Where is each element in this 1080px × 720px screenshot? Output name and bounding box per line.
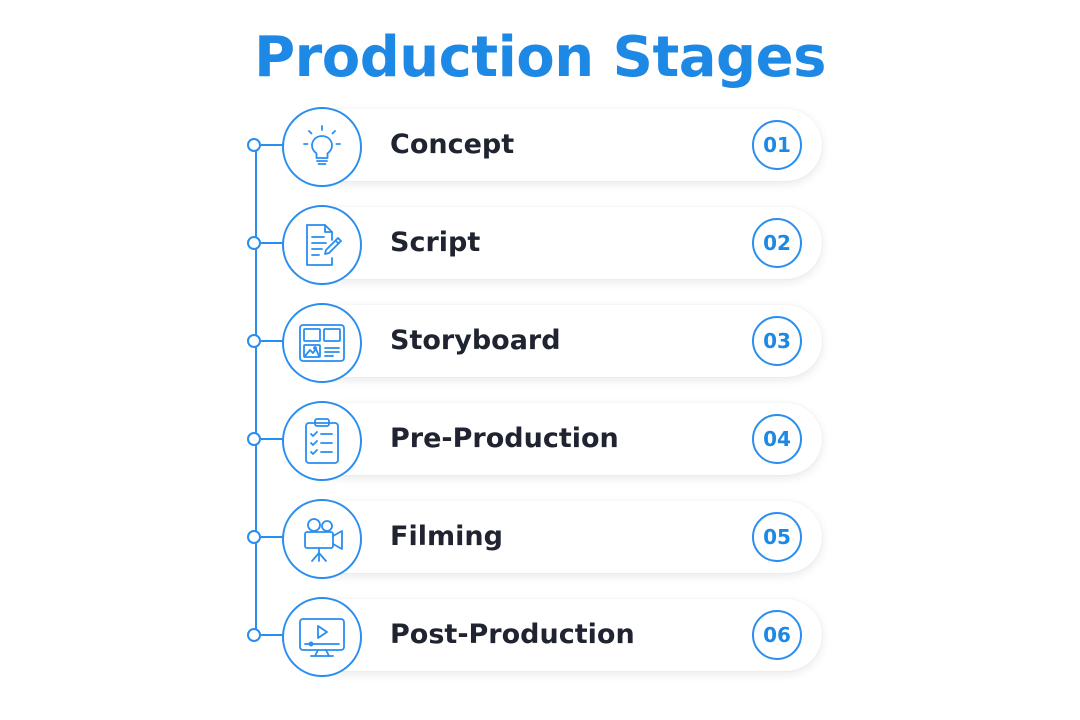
timeline-connector xyxy=(261,144,283,146)
stage-label: Filming xyxy=(390,521,503,552)
timeline-node xyxy=(247,530,261,544)
stage-card xyxy=(306,599,822,671)
stage-icon-circle xyxy=(282,597,362,677)
storyboard-icon xyxy=(299,324,345,362)
stage-icon-circle xyxy=(282,303,362,383)
stage-card xyxy=(306,305,822,377)
stage-script: Script 02 xyxy=(246,205,826,285)
stage-number-badge: 06 xyxy=(752,610,802,660)
stage-pre-production: Pre-Production 04 xyxy=(246,401,826,481)
stage-label: Concept xyxy=(390,129,515,160)
stage-card xyxy=(306,207,822,279)
stage-number-badge: 04 xyxy=(752,414,802,464)
timeline-connector xyxy=(261,634,283,636)
timeline-node xyxy=(247,334,261,348)
stage-concept: Concept 01 xyxy=(246,107,826,187)
stage-label: Script xyxy=(390,227,481,258)
stage-icon-circle xyxy=(282,205,362,285)
stage-number-badge: 05 xyxy=(752,512,802,562)
film-camera-icon xyxy=(304,518,343,562)
stage-icon-circle xyxy=(282,499,362,579)
stage-icon-circle xyxy=(282,401,362,481)
stage-label: Post-Production xyxy=(390,619,635,650)
stage-label: Pre-Production xyxy=(390,423,619,454)
timeline-connector xyxy=(261,536,283,538)
stage-post-production: Post-Production 06 xyxy=(246,597,826,677)
stage-card xyxy=(306,403,822,475)
lightbulb-icon xyxy=(303,125,341,165)
timeline-connector xyxy=(261,242,283,244)
stage-label: Storyboard xyxy=(390,325,561,356)
timeline-node xyxy=(247,236,261,250)
stage-icon-circle xyxy=(282,107,362,187)
timeline-connector xyxy=(261,438,283,440)
stage-card xyxy=(306,109,822,181)
stage-storyboard: Storyboard 03 xyxy=(246,303,826,383)
timeline-connector xyxy=(261,340,283,342)
script-document-pencil-icon xyxy=(306,224,342,266)
stage-filming: Filming 05 xyxy=(246,499,826,579)
timeline-node xyxy=(247,628,261,642)
stage-number-badge: 01 xyxy=(752,120,802,170)
monitor-play-icon xyxy=(299,618,345,657)
clipboard-checklist-icon xyxy=(305,418,339,464)
timeline-line xyxy=(255,146,257,634)
page-title: Production Stages xyxy=(254,25,826,90)
stage-number-badge: 03 xyxy=(752,316,802,366)
timeline-node xyxy=(247,138,261,152)
timeline-node xyxy=(247,432,261,446)
stage-number-badge: 02 xyxy=(752,218,802,268)
stage-card xyxy=(306,501,822,573)
